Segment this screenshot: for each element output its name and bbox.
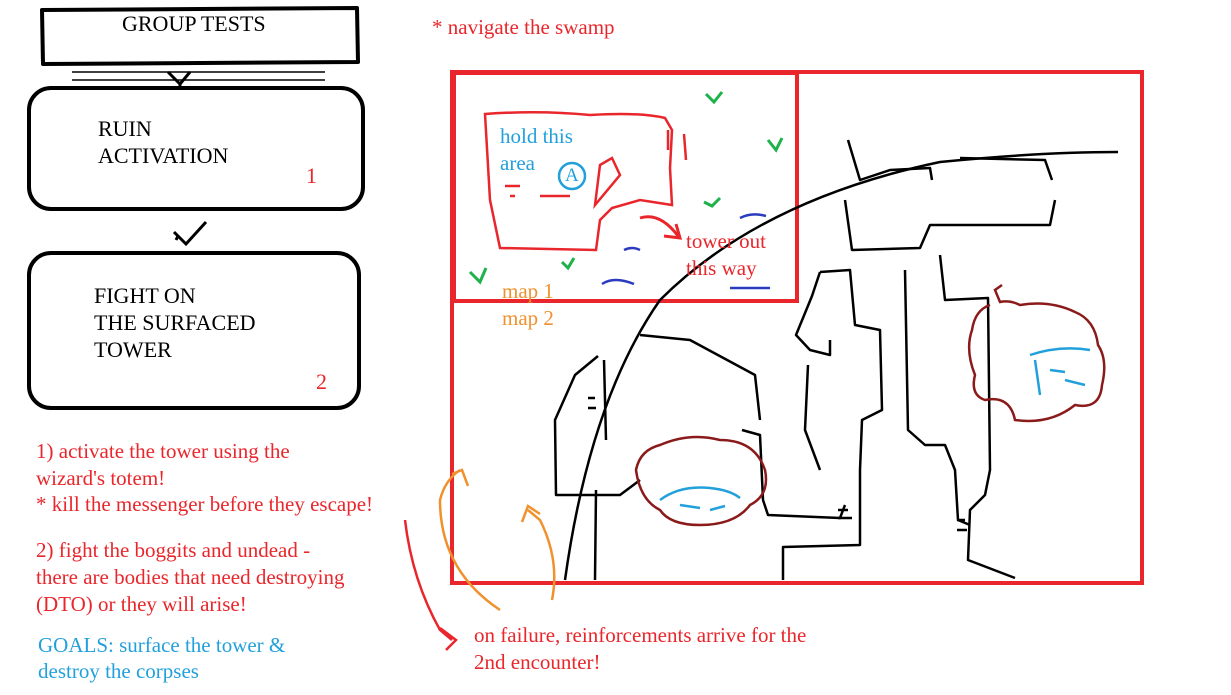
reinforcement-arrow-1 xyxy=(440,470,500,610)
hold-area-line2: area xyxy=(500,150,535,177)
map2-label: map 2 xyxy=(502,305,554,332)
ruin-step-number: 1 xyxy=(306,162,317,189)
tower-layout xyxy=(555,140,1118,580)
water-center xyxy=(660,488,740,511)
reinforcement-arrow-2 xyxy=(522,506,554,600)
goals-line2: destroy the corpses xyxy=(38,658,199,685)
map1-label: map 1 xyxy=(502,278,554,305)
step2-line1: 2) fight the boggits and undead - xyxy=(36,537,310,564)
step2-line3: (DTO) or they will arise! xyxy=(36,591,247,618)
fight-step-number: 2 xyxy=(316,368,327,395)
goals-line1: GOALS: surface the tower & xyxy=(38,632,285,659)
tower-direction-line1: tower out xyxy=(686,228,766,255)
hold-area-line1: hold this xyxy=(500,123,573,150)
fight-line3: TOWER xyxy=(94,336,172,363)
step1-line3: * kill the messenger before they escape! xyxy=(36,491,373,518)
ruin-activation-line1: RUIN xyxy=(98,115,152,142)
group-tests-label: GROUP TESTS xyxy=(122,10,266,37)
step2-line2: there are bodies that need destroying xyxy=(36,564,344,591)
failure-arrow xyxy=(405,520,456,650)
step1-line2: wizard's totem! xyxy=(36,465,165,492)
failure-line1: on failure, reinforcements arrive for th… xyxy=(474,622,806,649)
fight-line1: FIGHT ON xyxy=(94,282,196,309)
tower-direction-line2: this way xyxy=(686,255,757,282)
marker-a-label: A xyxy=(565,162,579,189)
swamp-note: * navigate the swamp xyxy=(432,14,615,41)
water-right xyxy=(1030,348,1090,395)
failure-line2: 2nd encounter! xyxy=(474,649,601,676)
arrow-down-2 xyxy=(174,222,206,244)
tower-direction-arrow xyxy=(640,217,680,238)
hazard-blob-center xyxy=(636,437,766,525)
step1-line1: 1) activate the tower using the xyxy=(36,438,290,465)
fight-line2: THE SURFACED xyxy=(94,309,256,336)
ruin-activation-line2: ACTIVATION xyxy=(98,142,228,169)
